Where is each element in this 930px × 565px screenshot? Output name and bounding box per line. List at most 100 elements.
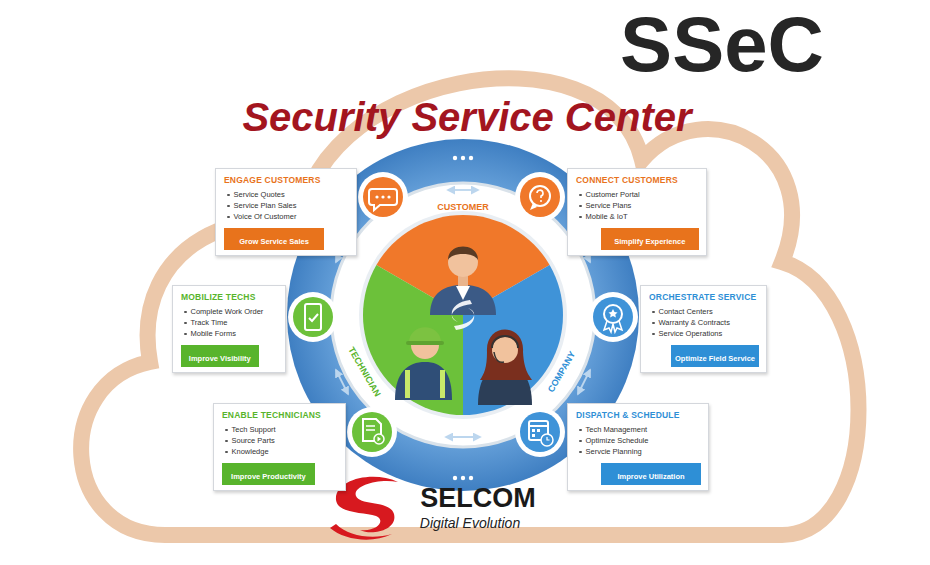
bullet-dot [579,440,582,443]
bullet-dot [579,205,582,208]
bullet-dot [225,429,228,432]
icon-dispatch-part [541,434,553,446]
bullet-dot [579,451,582,454]
icon-dispatch-part [515,407,565,457]
ring-dots-part [469,156,473,160]
box-heading: ORCHESTRATE SERVICE [649,292,759,302]
icon-dispatch-part [532,434,535,437]
ring-arrows [336,190,590,437]
icon-connect-part [520,177,560,217]
bullet-row: Contact Centers [652,307,759,317]
box-heading: ENABLE TECHNICIANS [222,410,338,420]
benefit-band: Improve Utilization [601,463,701,485]
icon-connect [515,172,565,222]
service-box: MOBILIZE TECHS Complete Work OrderTrack T… [172,285,286,373]
technician-figure-part [409,327,441,343]
icon-engage-part [363,177,403,217]
box-heading: MOBILIZE TECHS [181,292,278,302]
bullet-dot [227,194,230,197]
benefit-text: Simplify Experience [614,237,685,246]
ring-dots-part [469,476,473,480]
bullet-dot [184,311,187,314]
ring-arrows-part [336,370,348,394]
ring-dots-part [461,476,465,480]
bullet-row: Tech Support [225,425,338,435]
technician-figure-part [406,341,444,345]
bullet-row: Optimize Schedule [579,436,701,446]
bullet-row: Service Quotes [227,190,349,200]
icon-engage-part [358,172,408,222]
diagram-title: Security Service Center [242,95,691,140]
benefit-band: Simplify Experience [601,228,699,250]
benefit-text: Improve Visibility [189,354,251,363]
company-figure-part [492,336,518,348]
bullet-dot [184,333,187,336]
bullet-dot [652,333,655,336]
box-heading: ENGAGE CUSTOMERS [224,175,349,185]
service-box: DISPATCH & SCHEDULETech ManagementOptimi… [567,403,709,491]
bullet-dot [652,311,655,314]
bullet-row: Mobile Forms [184,329,278,339]
bullet-row: Source Parts [225,436,338,446]
bullet-row: Service Plan Sales [227,201,349,211]
cloud-outline-part [81,78,858,535]
bullet-text: Contact Centers [659,307,713,317]
role-label: CUSTOMER [437,203,488,212]
technician-figure-part [440,370,445,398]
bullet-text: Servcie Planning [586,447,642,457]
technician-figure-part [395,362,452,400]
company-figure-part [494,352,504,362]
icon-mobilize-part [293,297,333,337]
bullet-text: Voice Of Customer [234,212,297,222]
bullet-row: Complete Work Order [184,307,278,317]
icon-orchestrate-part [593,297,633,337]
icon-enable-part [374,434,384,444]
bullet-dot [225,440,228,443]
icon-dispatch-part [529,425,548,427]
service-box: ENABLE TECHNICIANS Tech SupportSource Par… [213,403,346,491]
role-pie [363,215,563,415]
service-box: ENGAGE CUSTOMERS Service QuotesService Pl… [215,168,357,256]
customer-figure-part [456,286,470,300]
icon-enable [347,407,397,457]
bullet-text: Service Operations [659,329,723,339]
bullet-row: Mobile & IoT [579,212,699,222]
bullet-dot [652,322,655,325]
icon-enable-part [366,429,375,431]
ring-arrows-part [446,436,480,438]
benefit-text: Optimize Field Service [675,354,755,363]
benefit-text: Improve Productivity [231,472,306,481]
icon-orchestrate-part [604,321,622,332]
center-swoosh [452,300,474,330]
bullet-text: Source Parts [232,436,275,446]
ring-arrows-part [448,189,478,191]
bullet-text: Tech Support [232,425,276,435]
icon-dispatch-part [537,429,540,432]
ring-dots-part [453,476,457,480]
center-swoosh-part [454,308,474,330]
ring-dots-part [461,156,465,160]
technician-figure-part [405,370,410,398]
benefit-band: Grow Service Sales [224,228,324,250]
bullet-row: Customer Portal [579,190,699,200]
icon-engage-part [375,195,378,198]
acronym-heading: SSeC [620,5,824,83]
ring-dots-part [453,156,457,160]
icon-mobilize [288,292,338,342]
bullet-row: Track Time [184,318,278,328]
icon-orchestrate [588,292,638,342]
benefit-band: Optimize Field Service [671,345,759,367]
icon-mobilize-part [288,292,338,342]
icon-dispatch-part [532,429,535,432]
icon-engage-part [387,195,390,198]
bullet-dot [184,322,187,325]
icon-mobilize-part [309,314,318,321]
bullet-dot [225,451,228,454]
bullet-text: Service Quotes [234,190,285,200]
icon-dispatch-part [520,412,560,452]
bullet-text: Warranty & Contracts [659,318,730,328]
bullet-text: Track Time [191,318,228,328]
customer-figure-part [448,247,478,261]
